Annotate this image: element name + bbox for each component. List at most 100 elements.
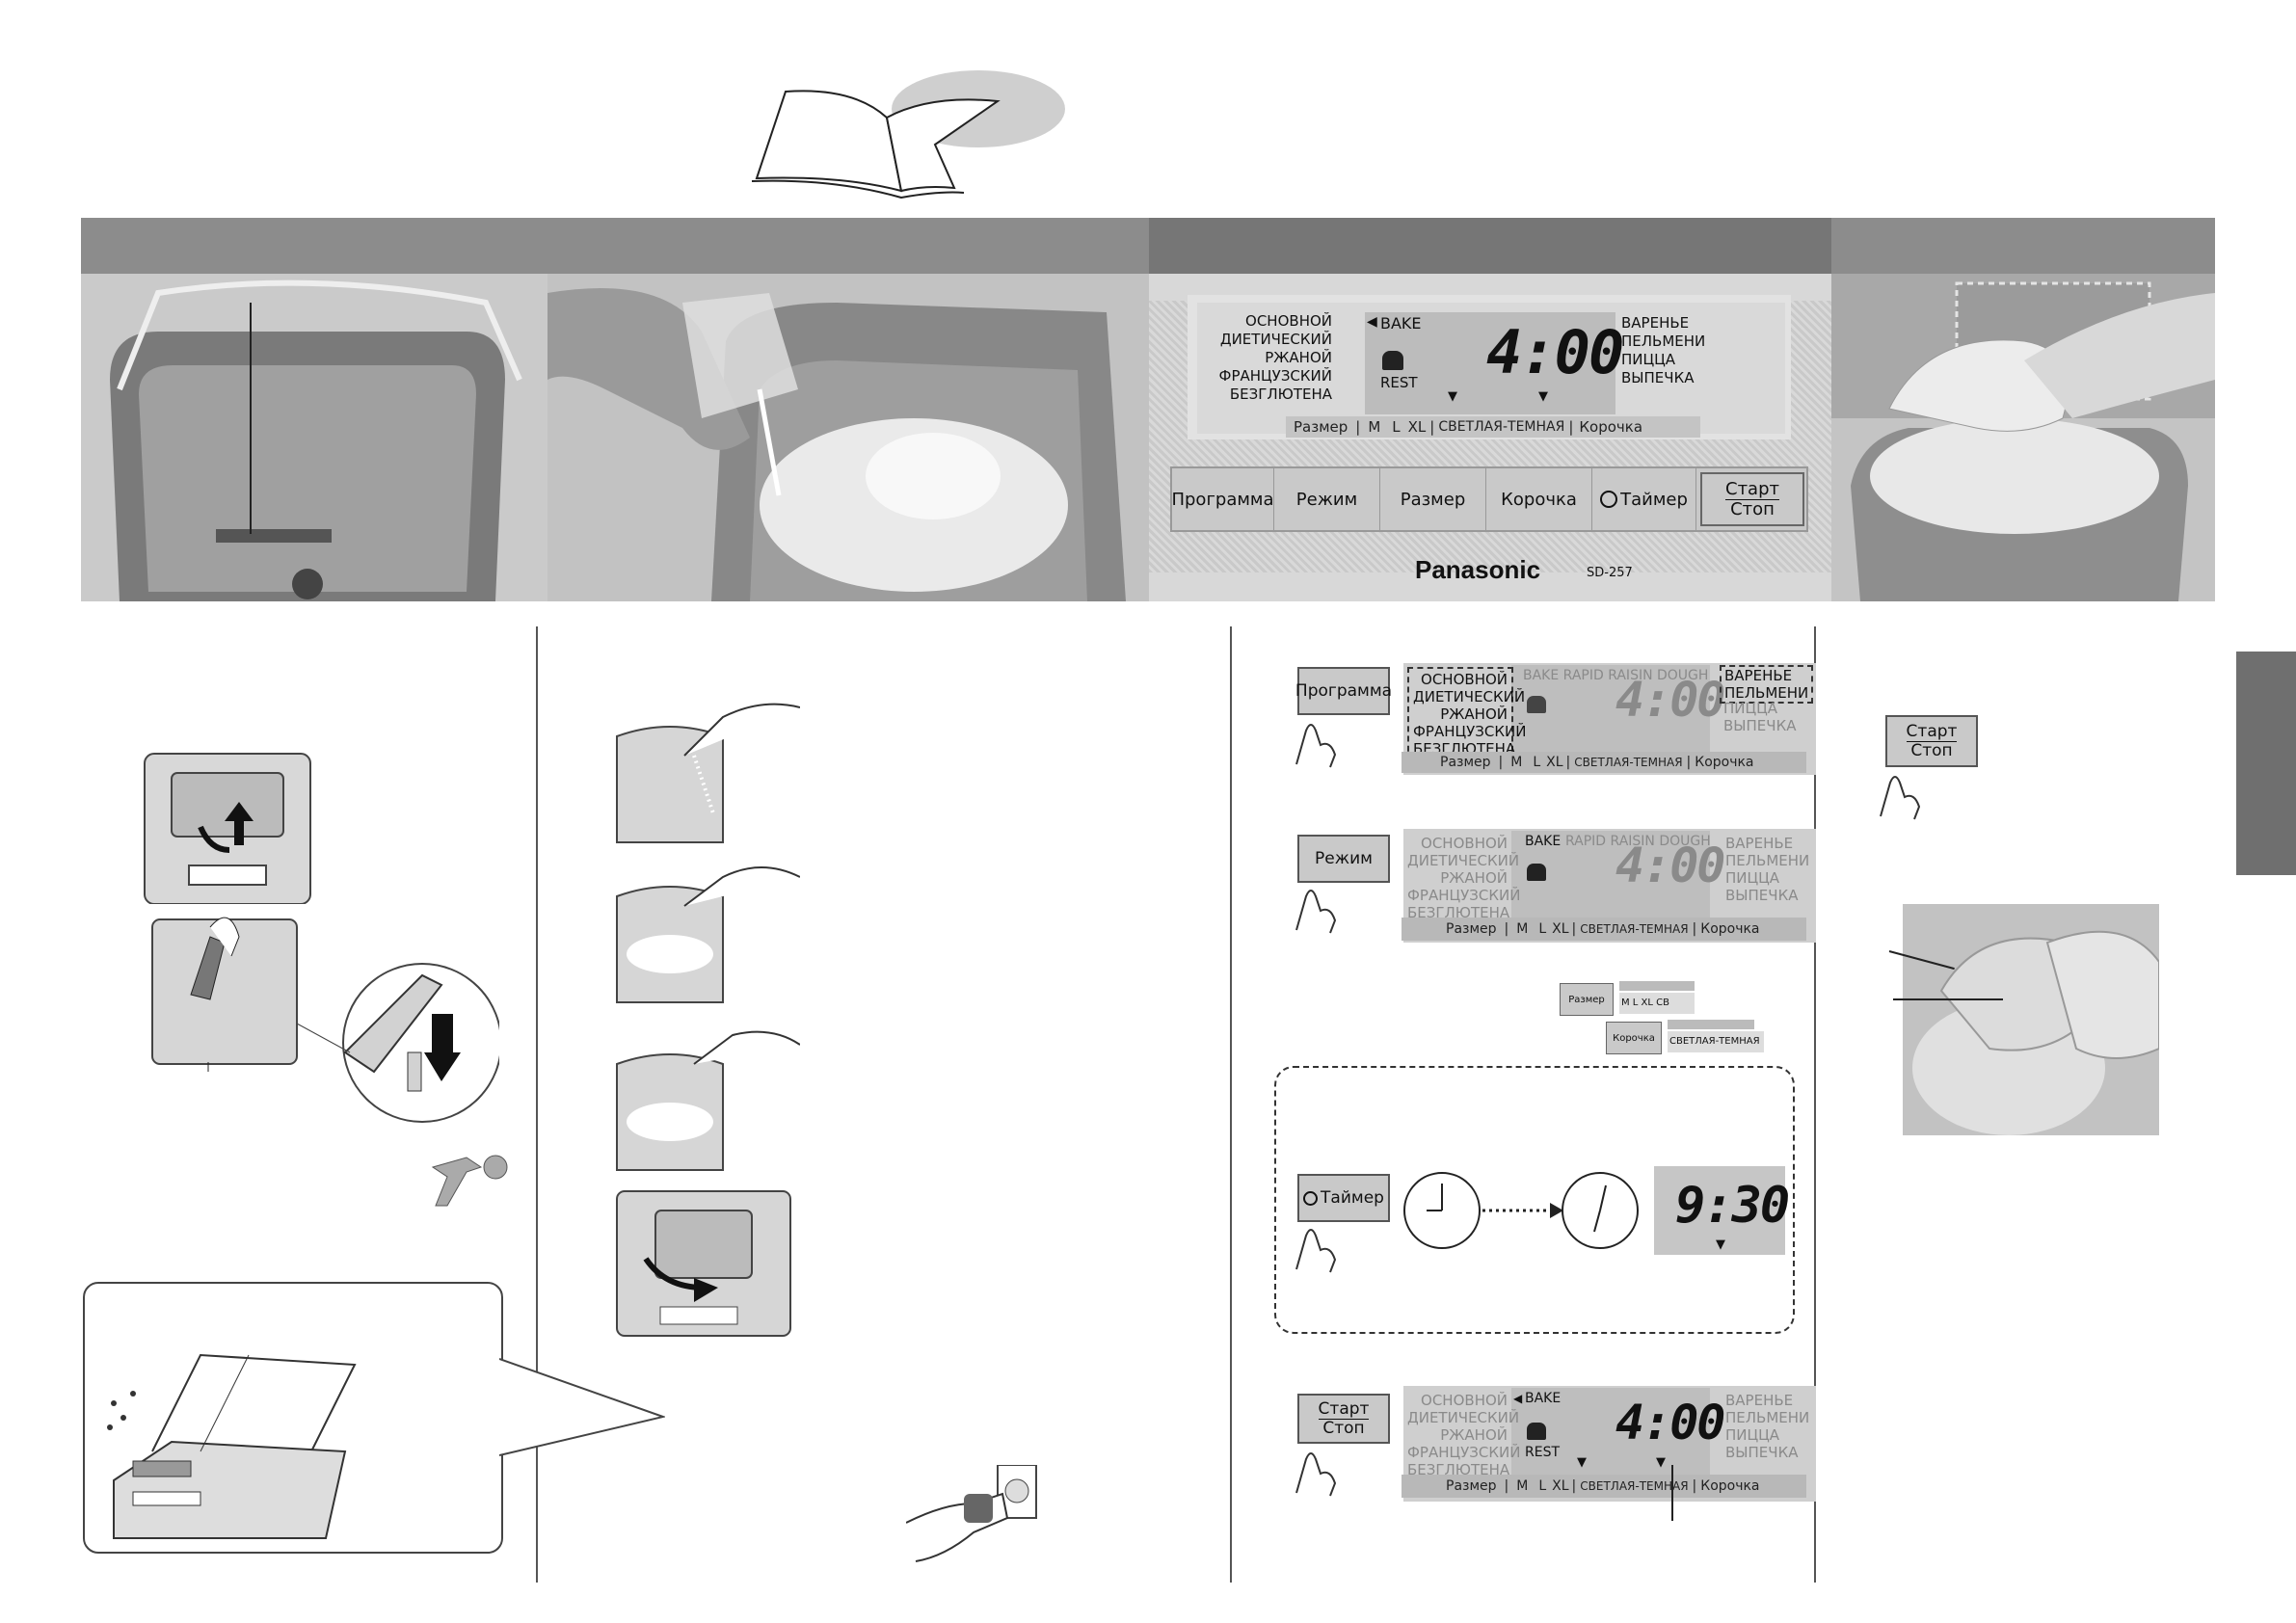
size-l: L xyxy=(1535,1478,1549,1494)
size-m: M xyxy=(1503,755,1530,770)
program-item-2: РЖАНОЙ xyxy=(1199,349,1332,367)
timer-button[interactable]: Таймер xyxy=(1592,468,1696,530)
size-label: Размер xyxy=(1402,755,1499,770)
book-icon xyxy=(747,67,1075,212)
start-stop-button[interactable]: Старт Стоп xyxy=(1700,472,1804,526)
section-bar-1 xyxy=(81,218,1149,274)
program-right-1: ПЕЛЬМЕНИ xyxy=(1621,333,1705,351)
section-bar-2 xyxy=(1149,218,1831,274)
blade-icon xyxy=(428,1153,515,1209)
program-item-2: РЖАНОЙ xyxy=(1407,869,1508,887)
start-stop-final-button[interactable]: Старт Стоп xyxy=(1885,715,1978,767)
crust-scale: СВЕТЛАЯ-ТЕМНАЯ xyxy=(1576,1479,1692,1493)
program-item-0: ОСНОВНОЙ xyxy=(1407,835,1508,852)
step1-size-strip: Размер| M L XL| СВЕТЛАЯ-ТЕМНАЯ| Корочка xyxy=(1402,752,1806,773)
program-right-0: ВАРЕНЬЕ xyxy=(1725,1392,1809,1409)
program-right-0: ВАРЕНЬЕ xyxy=(1724,667,1808,684)
mode-button[interactable]: Режим xyxy=(1274,468,1380,530)
clock-end-icon xyxy=(1560,1170,1641,1251)
size-l: L xyxy=(1388,418,1403,436)
blade-attach-illustration xyxy=(143,908,499,1139)
bread-icon xyxy=(1382,351,1403,370)
dispenser-illustration xyxy=(94,1345,384,1548)
down-arrow-icon: ▼ xyxy=(1577,1455,1587,1470)
remove-bread-photo xyxy=(1831,274,2215,601)
program-right-1: ПЕЛЬМЕНИ xyxy=(1725,852,1809,869)
program-right-0: ВАРЕНЬЕ xyxy=(1725,835,1809,852)
add-flour-illustration xyxy=(607,698,800,850)
size-mini-button[interactable]: Размер xyxy=(1560,983,1614,1016)
stop-label: Стоп xyxy=(1322,1420,1364,1438)
add-water-illustration xyxy=(607,1025,800,1182)
program-right-2: ПИЦЦА xyxy=(1725,869,1809,887)
size-button[interactable]: Размер xyxy=(1380,468,1486,530)
program-item-3: ФРАНЦУЗСКИЙ xyxy=(1199,367,1332,386)
mode-step-button[interactable]: Режим xyxy=(1297,835,1390,883)
control-panel: ОСНОВНОЙ ДИЕТИЧЕСКИЙ РЖАНОЙ ФРАНЦУЗСКИЙ … xyxy=(1149,274,1831,601)
pointer-line xyxy=(1671,1465,1673,1521)
step1-programs: ОСНОВНОЙ ДИЕТИЧЕСКИЙ РЖАНОЙ ФРАНЦУЗСКИЙ … xyxy=(1407,667,1513,761)
column-divider xyxy=(1230,626,1232,1583)
program-right-3: ВЫПЕЧКА xyxy=(1725,887,1809,904)
stop-label: Стоп xyxy=(1910,742,1952,760)
program-right-2: ПИЦЦА xyxy=(1621,351,1705,369)
crust-button[interactable]: Корочка xyxy=(1486,468,1592,530)
program-button[interactable]: Программа xyxy=(1172,468,1274,530)
crust-scale: СВЕТЛАЯ-ТЕМНАЯ xyxy=(1576,922,1692,936)
size-mini-strip: M L XL СВ xyxy=(1619,993,1695,1014)
size-xl: XL xyxy=(1549,921,1571,937)
left-arrow-icon: ◀ xyxy=(1513,1390,1522,1407)
crust-label: Корочка xyxy=(1696,1478,1763,1494)
program-step-button[interactable]: Программа xyxy=(1297,667,1390,715)
crust-label: Корочка xyxy=(1696,921,1763,937)
program-item-3: ФРАНЦУЗСКИЙ xyxy=(1413,723,1508,740)
size-label: Размер xyxy=(1402,1478,1505,1494)
timer-label: Таймер xyxy=(1321,1188,1384,1208)
add-yeast-illustration xyxy=(607,858,800,1014)
size-l: L xyxy=(1535,921,1549,937)
plug-illustration xyxy=(906,1465,1041,1571)
program-item-0: ОСНОВНОЙ xyxy=(1199,312,1332,331)
rest-label: REST xyxy=(1380,374,1418,391)
start-label: Старт xyxy=(1725,480,1779,500)
crust-mini-button[interactable]: Корочка xyxy=(1606,1022,1662,1054)
program-item-4: БЕЗГЛЮТЕНА xyxy=(1199,386,1332,404)
crust-label: Корочка xyxy=(1691,755,1757,770)
panel-size-strip: Размер| M L XL| СВЕТЛАЯ-ТЕМНАЯ| Корочка xyxy=(1286,416,1700,438)
program-right-3: ВЫПЕЧКА xyxy=(1621,369,1705,387)
timer-label: Таймер xyxy=(1620,490,1688,510)
crust-mini-strip: СВЕТЛАЯ-ТЕМНАЯ | К xyxy=(1668,1031,1764,1052)
crust-label: Корочка xyxy=(1573,418,1648,436)
pouring-photo xyxy=(547,274,1149,601)
size-xl: XL xyxy=(1549,1478,1571,1494)
program-right-0: ВАРЕНЬЕ xyxy=(1621,314,1705,333)
model-label: SD-257 xyxy=(1587,566,1633,580)
down-arrow-icon: ▼ xyxy=(1448,389,1457,404)
finger-icon xyxy=(1292,711,1340,769)
time-display: 4:00 xyxy=(1615,1397,1723,1448)
program-item-1: ДИЕТИЧЕСКИЙ xyxy=(1413,688,1508,705)
program-right-1: ПЕЛЬМЕНИ xyxy=(1725,1409,1809,1426)
time-display: 4:00 xyxy=(1486,322,1622,384)
brand-logo: Panasonic xyxy=(1415,555,1540,585)
program-item-1: ДИЕТИЧЕСКИЙ xyxy=(1407,1409,1508,1426)
dotted-arrow-icon xyxy=(1482,1201,1563,1220)
side-tab xyxy=(2236,652,2296,875)
down-arrow-icon: ▼ xyxy=(1656,1455,1666,1470)
start-stop-step-button[interactable]: Старт Стоп xyxy=(1297,1394,1390,1444)
bread-icon xyxy=(1527,696,1546,713)
time-display: 4:00 xyxy=(1615,675,1723,725)
program-item-1: ДИЕТИЧЕСКИЙ xyxy=(1407,852,1508,869)
crust-scale: СВЕТЛАЯ-ТЕМНАЯ xyxy=(1570,756,1686,769)
timer-time: 9:30 xyxy=(1675,1180,1788,1232)
timer-step-button[interactable]: Таймер xyxy=(1297,1174,1390,1222)
insert-pan-illustration xyxy=(607,1182,800,1338)
mitt-bread-photo xyxy=(1903,904,2159,1135)
program-right-3: ВЫПЕЧКА xyxy=(1725,1444,1809,1461)
finger-icon xyxy=(1876,763,1924,821)
program-item-0: ОСНОВНОЙ xyxy=(1413,671,1508,688)
clock-icon xyxy=(1303,1191,1318,1206)
finger-icon xyxy=(1292,1216,1340,1274)
size-xl: XL xyxy=(1404,418,1430,436)
left-arrow-icon: ◀ xyxy=(1367,314,1377,330)
